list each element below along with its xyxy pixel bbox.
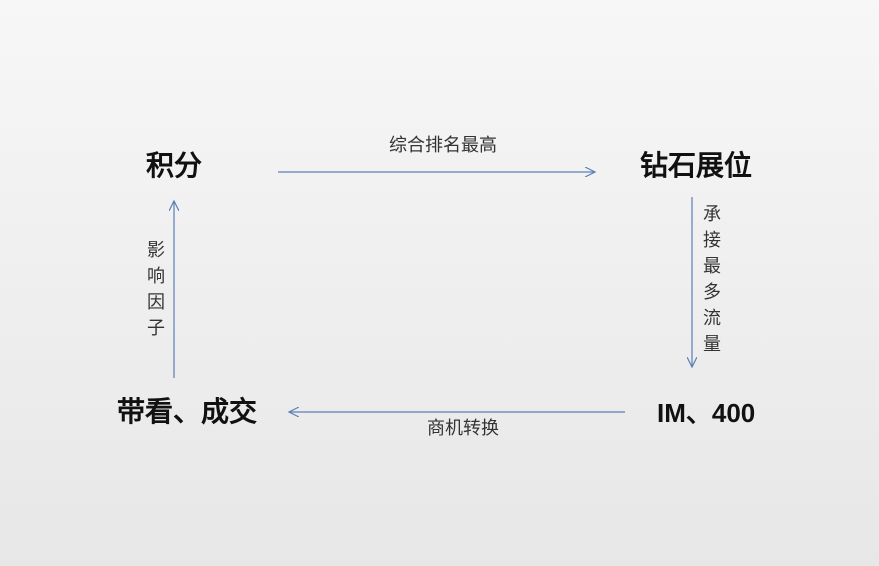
node-diamond-booth: 钻石展位 — [640, 149, 753, 182]
edge-label-right-char: 承 — [703, 204, 721, 225]
edge-label-right: 承 接 最 多 流 量 — [702, 202, 722, 358]
edge-label-left: 影 响 因 子 — [146, 238, 166, 342]
edge-label-left-char: 影 — [147, 240, 165, 261]
edge-label-left-char: 因 — [147, 292, 165, 313]
edge-label-right-char: 最 — [703, 256, 721, 277]
node-im-400: IM、400 — [657, 398, 756, 428]
node-points: 积分 — [146, 149, 203, 182]
edge-label-right-char: 多 — [703, 282, 721, 303]
edge-label-right-char: 流 — [703, 308, 721, 329]
node-viewing-deal: 带看、成交 — [117, 395, 258, 428]
edge-label-bottom: 商机转换 — [427, 418, 499, 439]
edge-label-left-char: 子 — [147, 318, 165, 339]
edge-label-left-char: 响 — [147, 266, 165, 287]
edge-label-top: 综合排名最高 — [389, 135, 497, 156]
edge-label-right-char: 接 — [703, 230, 721, 251]
edge-label-right-char: 量 — [703, 334, 721, 355]
